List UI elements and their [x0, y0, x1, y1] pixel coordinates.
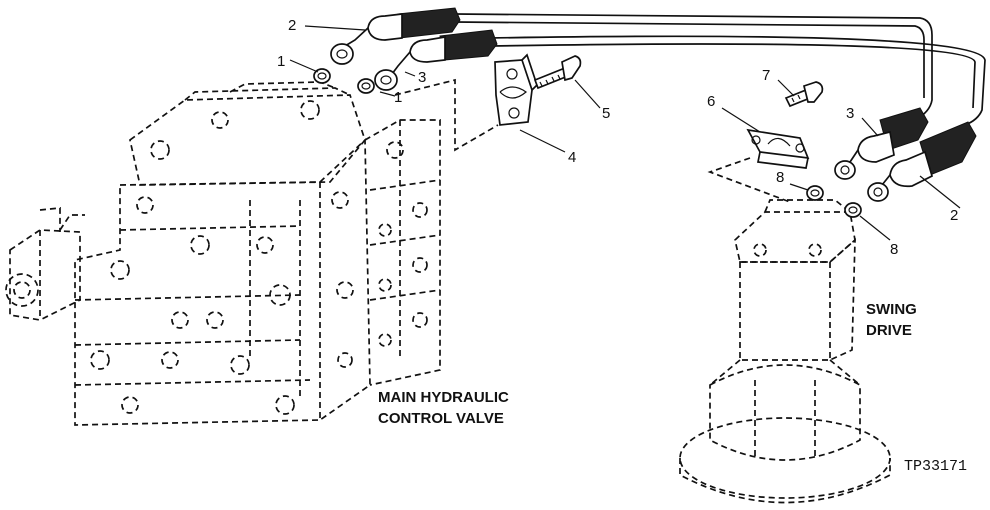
hose-fitting-upper — [330, 7, 461, 65]
main-control-valve — [5, 81, 441, 426]
o-ring-valve-2 — [357, 78, 375, 94]
callout-1-left: 1 — [277, 53, 285, 70]
swing-drive-label-line2: DRIVE — [866, 322, 912, 339]
callout-7: 7 — [762, 67, 770, 84]
figure-reference: TP33171 — [904, 458, 967, 475]
callout-3-swing: 3 — [846, 105, 854, 122]
callout-2-top: 2 — [288, 17, 296, 34]
swing-drive — [679, 199, 891, 504]
swing-drive-label-line1: SWING — [866, 301, 917, 318]
callout-8-right: 8 — [890, 241, 898, 258]
callout-4: 4 — [568, 149, 576, 166]
leader-lines — [289, 25, 961, 241]
callout-5: 5 — [602, 105, 610, 122]
o-ring-swing-2 — [844, 202, 862, 218]
o-ring-valve-1 — [313, 68, 331, 84]
cap-screw-swing — [784, 81, 824, 108]
hose-fitting-swing-3 — [834, 107, 929, 180]
callout-2-swing: 2 — [950, 207, 958, 224]
flange-clamp-swing — [746, 128, 810, 169]
callout-8-left: 8 — [776, 169, 784, 186]
callout-3-top: 3 — [418, 69, 426, 86]
assembly-guide-valve — [394, 78, 499, 152]
hose-fitting-lower — [374, 29, 498, 91]
main-valve-label-line2: CONTROL VALVE — [378, 410, 504, 427]
flange-clamp-valve — [494, 53, 538, 126]
callout-1-right: 1 — [394, 89, 402, 106]
hose-routing — [454, 13, 986, 126]
callout-6: 6 — [707, 93, 715, 110]
cap-screw-valve — [533, 55, 582, 90]
assembly-guide-swing — [707, 157, 791, 203]
main-valve-label-line1: MAIN HYDRAULIC — [378, 389, 509, 406]
o-ring-swing-1 — [806, 185, 824, 201]
